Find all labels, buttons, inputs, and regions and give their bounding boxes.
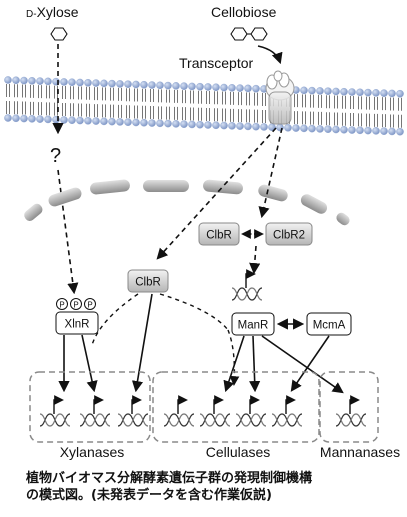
unknown-to-xlnr-arrow xyxy=(57,169,79,295)
transceptor-to-clbr-arrow xyxy=(156,127,277,260)
manr-box xyxy=(231,312,275,336)
phosphorylation-group: P P P xyxy=(56,298,96,310)
xlnr-to-xylanase-2-arrow xyxy=(81,334,98,393)
clbr-complex-to-manr-promoter-arrow xyxy=(249,245,261,275)
xylanases-label: Xylanases xyxy=(60,444,125,460)
clbr-cyto-box xyxy=(127,269,169,293)
gene-icon xyxy=(335,395,367,427)
xlnr-label: XlnR xyxy=(65,319,90,331)
xylanases-group-frame xyxy=(29,371,151,443)
xlnr-box xyxy=(55,311,99,335)
gene-icon xyxy=(79,395,111,427)
transceptor-label: Transceptor xyxy=(179,55,254,71)
clbr-to-xylanase-dashed xyxy=(91,293,139,346)
gene-icon xyxy=(199,395,231,427)
clbr-nucleus-label: ClbR xyxy=(206,230,232,242)
xylose-molecule-icon xyxy=(50,27,68,41)
xylose-label: D-Xylose xyxy=(26,4,79,20)
phospho-label-2: P xyxy=(73,301,78,310)
clbr-to-cellulase-dashed xyxy=(227,329,240,386)
mcma-to-cellulase-4-arrow xyxy=(290,335,330,392)
mcma-box xyxy=(306,312,352,336)
clbr-cyto-label: ClbR xyxy=(135,277,161,289)
transceptor-to-clbr2-arrow xyxy=(258,127,283,219)
cellobiose-label: Cellobiose xyxy=(211,4,277,20)
manr-to-cellulase-2-arrow xyxy=(223,335,245,393)
gene-icon xyxy=(271,395,303,427)
manr-gene-icon xyxy=(231,269,263,301)
phospho-label-1: P xyxy=(59,301,64,310)
gene-icon xyxy=(231,269,263,301)
gene-icon xyxy=(39,395,71,427)
cell-membrane xyxy=(4,76,404,136)
nuclear-envelope xyxy=(24,179,350,226)
clbr2-box xyxy=(265,222,313,246)
cellobiose-arrow xyxy=(257,45,283,65)
figure-caption: 植物バイオマス分解酵素遺伝子群の発現制御機構 の模式図。(未発表データを含む作業… xyxy=(26,470,406,504)
cellulases-group-frame xyxy=(152,371,320,443)
gene-icon xyxy=(163,395,195,427)
clbr-nucleus-box xyxy=(198,222,240,246)
gene-icons xyxy=(39,395,367,427)
cellulases-label: Cellulases xyxy=(206,444,271,460)
manr-label: ManR xyxy=(238,320,269,332)
manr-to-cellulase-3-arrow xyxy=(249,335,261,393)
manr-to-mannanase-arrow xyxy=(261,335,344,394)
clbr2-label: ClbR2 xyxy=(273,230,305,242)
transceptor-icon xyxy=(265,70,295,125)
mannanases-label: Mannanases xyxy=(320,444,400,460)
clbr-to-xylanase-3-arrow xyxy=(131,293,153,393)
caption-line-1: 植物バイオマス分解酵素遺伝子群の発現制御機構 xyxy=(26,471,313,486)
gene-icon xyxy=(235,395,267,427)
cellobiose-molecule-icon xyxy=(230,27,268,41)
mcma-label: McmA xyxy=(313,320,346,332)
phospho-label-3: P xyxy=(87,301,92,310)
caption-line-2: の模式図。(未発表データを含む作業仮説) xyxy=(26,488,272,503)
clbr-to-manr-dashed xyxy=(159,293,229,331)
mannanases-group-frame xyxy=(319,371,379,443)
unknown-signal-mark: ? xyxy=(50,145,61,167)
gene-icon xyxy=(117,395,149,427)
